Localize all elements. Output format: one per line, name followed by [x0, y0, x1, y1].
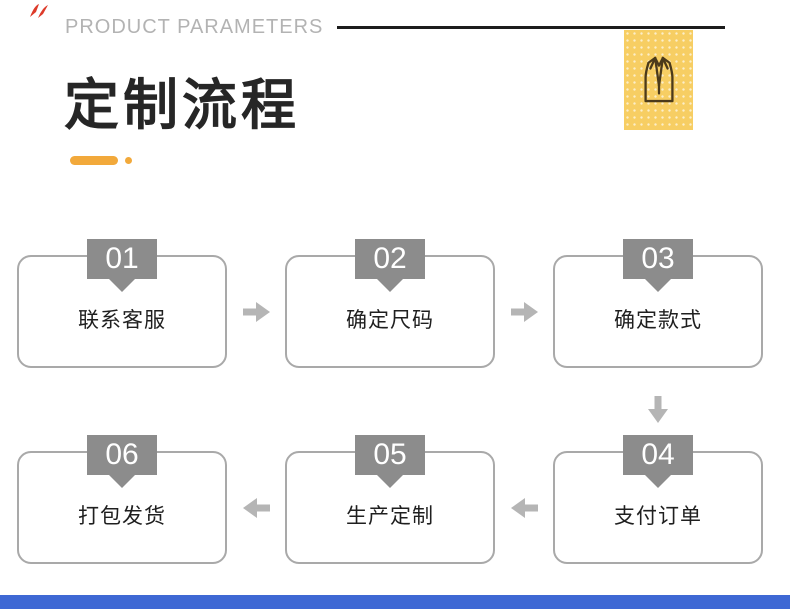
- step-box-06: 06 打包发货: [17, 435, 227, 564]
- step-box-01: 01 联系客服: [17, 239, 227, 368]
- eyebrow-text: PRODUCT PARAMETERS: [65, 16, 324, 38]
- arrow-left-icon: [495, 497, 553, 518]
- header-divider-line: [337, 26, 725, 29]
- step-number-badge: 02: [355, 239, 425, 279]
- process-flow: 01 联系客服 02 确定尺码 03 确定款式: [17, 239, 763, 564]
- vest-icon: [643, 56, 674, 103]
- step-label: 确定款式: [614, 308, 702, 332]
- step-label: 确定尺码: [346, 308, 434, 332]
- step-label: 支付订单: [614, 504, 702, 528]
- flow-row-top: 01 联系客服 02 确定尺码 03 确定款式: [17, 239, 763, 368]
- step-label: 打包发货: [78, 504, 166, 528]
- step-box-05: 05 生产定制: [285, 435, 495, 564]
- vest-icon-box: [624, 30, 693, 130]
- step-number-badge: 01: [87, 239, 157, 279]
- step-box-03: 03 确定款式: [553, 239, 763, 368]
- step-label: 联系客服: [78, 308, 166, 332]
- step-box-02: 02 确定尺码: [285, 239, 495, 368]
- page-title: 定制流程: [64, 74, 301, 136]
- section-header: PRODUCT PARAMETERS: [65, 16, 725, 39]
- arrow-right-icon: [227, 301, 285, 322]
- arrow-left-icon: [227, 497, 285, 518]
- step-box-04: 04 支付订单: [553, 435, 763, 564]
- step-number-badge: 05: [355, 435, 425, 475]
- arrow-down-icon: [553, 368, 763, 451]
- flow-row-connector: [17, 368, 763, 451]
- red-brush-mark-icon: [28, 3, 50, 19]
- arrow-right-icon: [495, 301, 553, 322]
- step-number-badge: 04: [623, 435, 693, 475]
- accent-pill: [70, 156, 118, 165]
- step-number-badge: 03: [623, 239, 693, 279]
- flow-row-bottom: 06 打包发货 05 生产定制 04 支付订单: [17, 435, 763, 564]
- accent-dot: [125, 157, 132, 164]
- title-accent-underline: [70, 156, 132, 165]
- step-number-badge: 06: [87, 435, 157, 475]
- step-label: 生产定制: [346, 504, 434, 528]
- footer-accent-bar: [0, 595, 790, 609]
